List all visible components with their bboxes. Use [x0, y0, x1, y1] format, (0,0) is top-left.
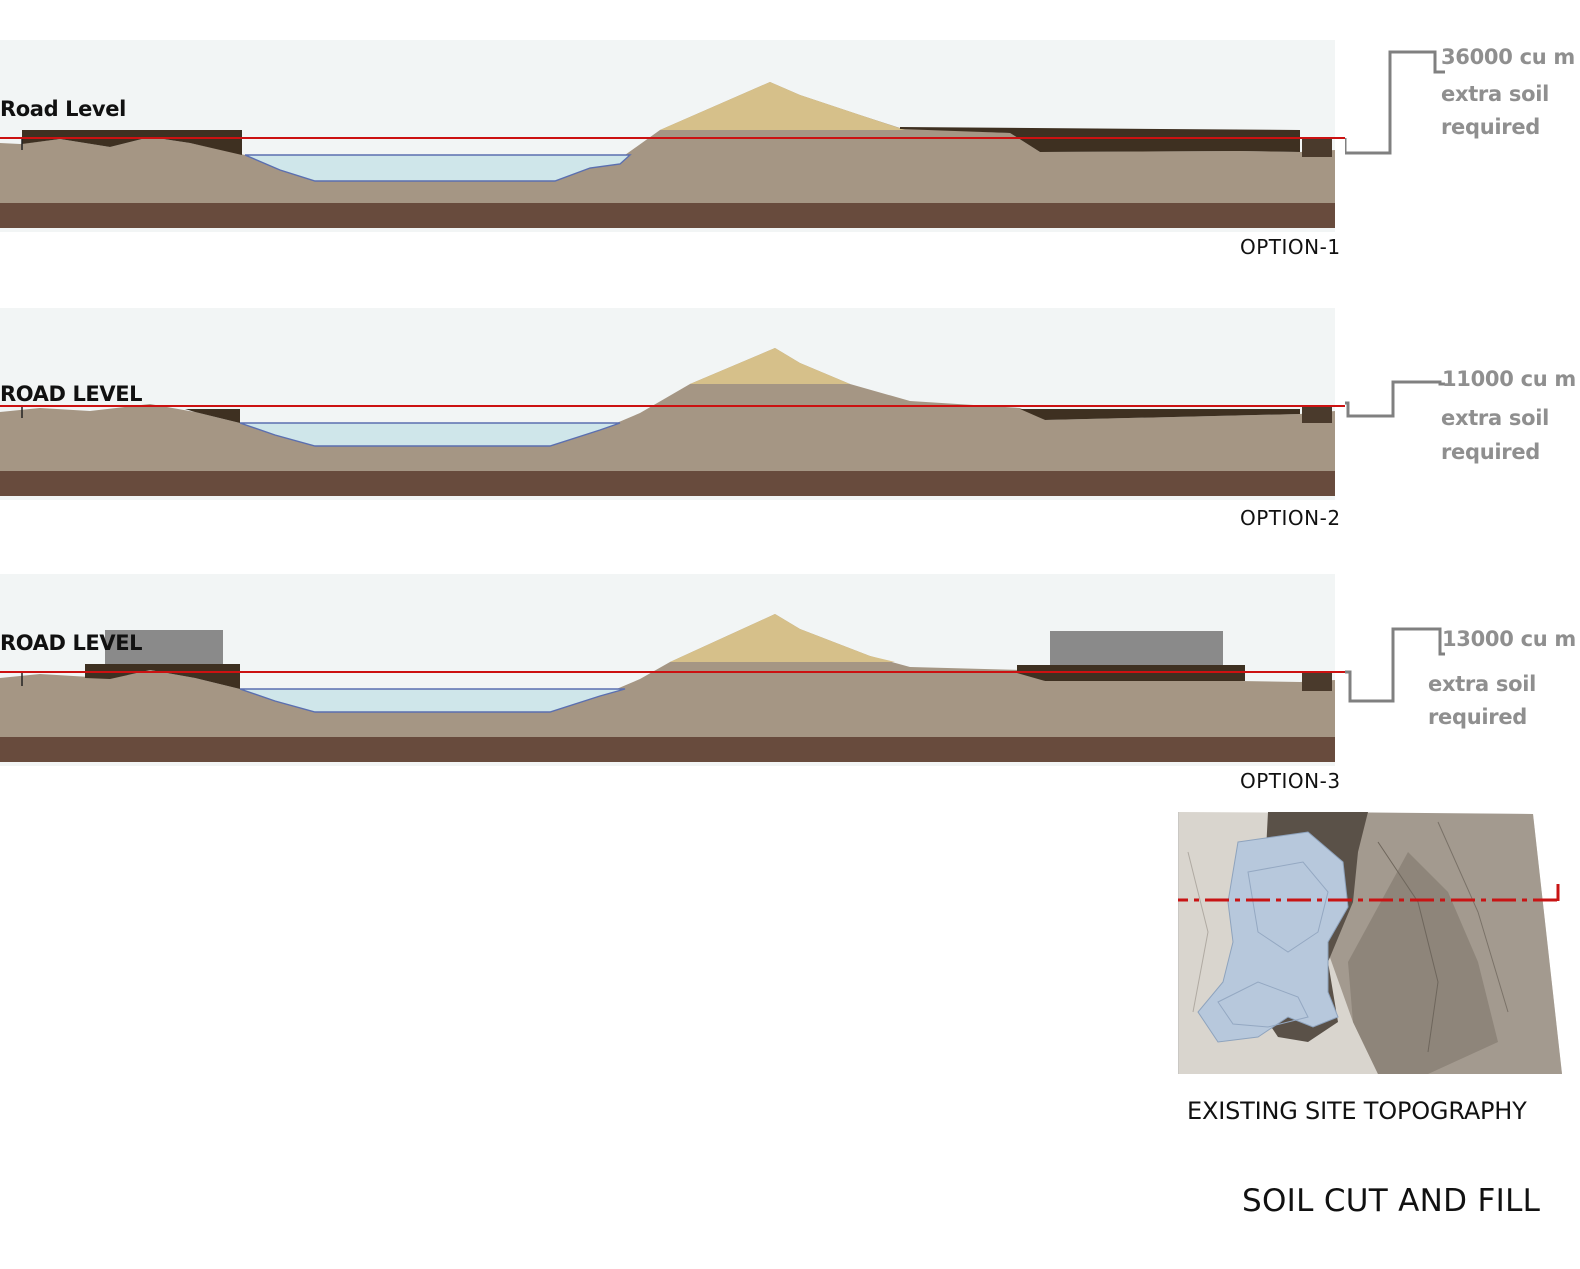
soil-mound	[660, 82, 905, 130]
option-label: OPTION-2	[1240, 506, 1341, 530]
option-label: OPTION-3	[1240, 769, 1341, 793]
contour-line	[1377, 841, 1439, 1053]
volume-note-line-2: required	[1428, 705, 1528, 729]
contour-line	[1217, 981, 1309, 1028]
fill-platform-left	[22, 130, 242, 155]
ground-mass	[0, 82, 1335, 210]
contour-line	[1247, 861, 1329, 953]
option-label: OPTION-1	[1240, 235, 1341, 259]
map-caption: EXISTING SITE TOPOGRAPHY	[1187, 1097, 1527, 1125]
volume-value: 36000 cu m	[1441, 45, 1575, 69]
section-drawing-option-2	[0, 308, 1345, 500]
volume-value: 13000 cu m	[1442, 627, 1576, 651]
water-body	[239, 688, 626, 713]
building-block-right	[1050, 631, 1223, 665]
road-level-label: ROAD LEVEL	[0, 631, 143, 655]
volume-note-line-1: extra soil	[1428, 672, 1536, 696]
soil-mound	[670, 614, 895, 662]
section-option-1	[0, 40, 1345, 232]
fill-platform-left	[185, 409, 240, 423]
volume-note-line-1: extra soil	[1441, 406, 1549, 430]
volume-note-line-2: required	[1441, 440, 1541, 464]
ground-mass	[0, 348, 1335, 478]
bedrock-layer	[0, 203, 1335, 228]
volume-bracket-icon	[1345, 627, 1445, 703]
fill-platform-right	[900, 127, 1300, 152]
volume-note-line-2: required	[1441, 115, 1541, 139]
retaining-wall	[1302, 137, 1332, 157]
volume-bracket-icon	[1345, 380, 1445, 418]
building-block-left	[105, 630, 223, 664]
volume-value: 11000 cu m	[1442, 367, 1576, 391]
road-level-label: ROAD LEVEL	[0, 382, 143, 406]
section-drawing-option-3	[0, 574, 1345, 766]
section-option-3	[0, 574, 1345, 766]
site-topography-map	[1178, 812, 1562, 1074]
fill-platform-left	[85, 664, 240, 689]
ground-mass	[0, 614, 1335, 744]
section-drawing-option-1	[0, 40, 1345, 232]
road-level-label: Road Level	[0, 97, 126, 121]
retaining-wall	[1302, 405, 1332, 423]
contour-line	[1187, 851, 1209, 1013]
bedrock-layer	[0, 471, 1335, 496]
lake-area	[1197, 831, 1349, 1043]
volume-bracket-icon	[1345, 50, 1445, 155]
water-body	[244, 154, 632, 182]
section-option-2	[0, 308, 1345, 500]
terrain-slope	[1348, 852, 1498, 1074]
retaining-wall	[1302, 671, 1332, 691]
water-body	[239, 422, 621, 447]
soil-mound	[690, 348, 850, 384]
bedrock-layer	[0, 737, 1335, 762]
contour-line	[1437, 821, 1509, 1013]
page-title: SOIL CUT AND FILL	[1242, 1183, 1541, 1219]
fill-platform-right	[1020, 409, 1300, 420]
volume-note-line-1: extra soil	[1441, 82, 1549, 106]
